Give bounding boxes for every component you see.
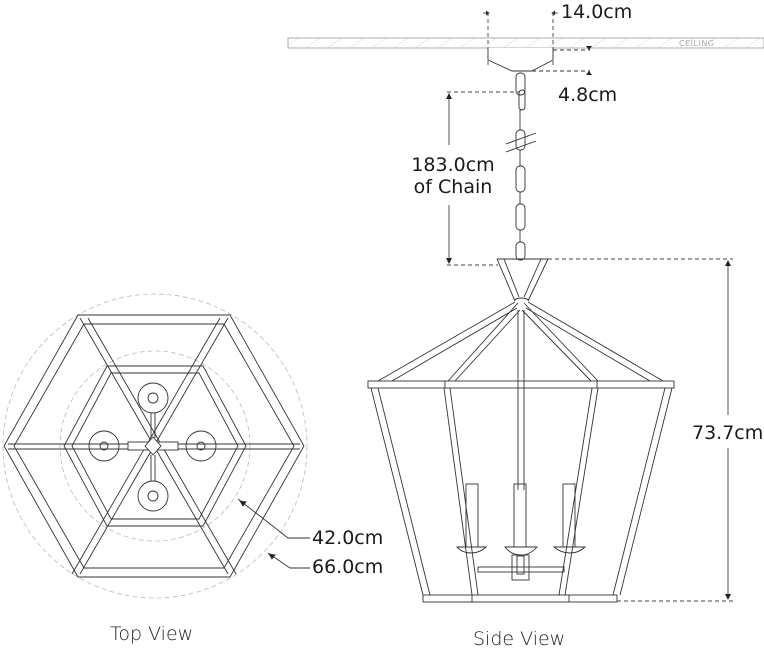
chain-length-suffix: of Chain (413, 176, 493, 198)
side-view-lantern (367, 258, 675, 603)
chain-length-label: 183.0cm of Chain (408, 154, 498, 198)
outer-diameter-label: 66.0cm (312, 556, 384, 578)
top-view-lantern (2, 293, 310, 599)
fixture-height-label: 73.7cm (692, 422, 764, 444)
chain (505, 72, 537, 261)
canopy-height-label: 4.8cm (558, 84, 618, 106)
chain-length-value: 183.0cm (411, 154, 495, 176)
top-view-caption: Top View (110, 623, 194, 645)
fixture-height-dimension (548, 258, 733, 602)
canopy-width-label: 14.0cm (561, 1, 633, 23)
side-view-caption: Side View (473, 628, 566, 650)
canopy (487, 46, 592, 75)
ceiling-label: CEILING (679, 39, 715, 48)
inner-diameter-label: 42.0cm (312, 527, 384, 549)
canopy-width-dimension (483, 10, 558, 68)
chain-length-dimension (446, 91, 520, 266)
